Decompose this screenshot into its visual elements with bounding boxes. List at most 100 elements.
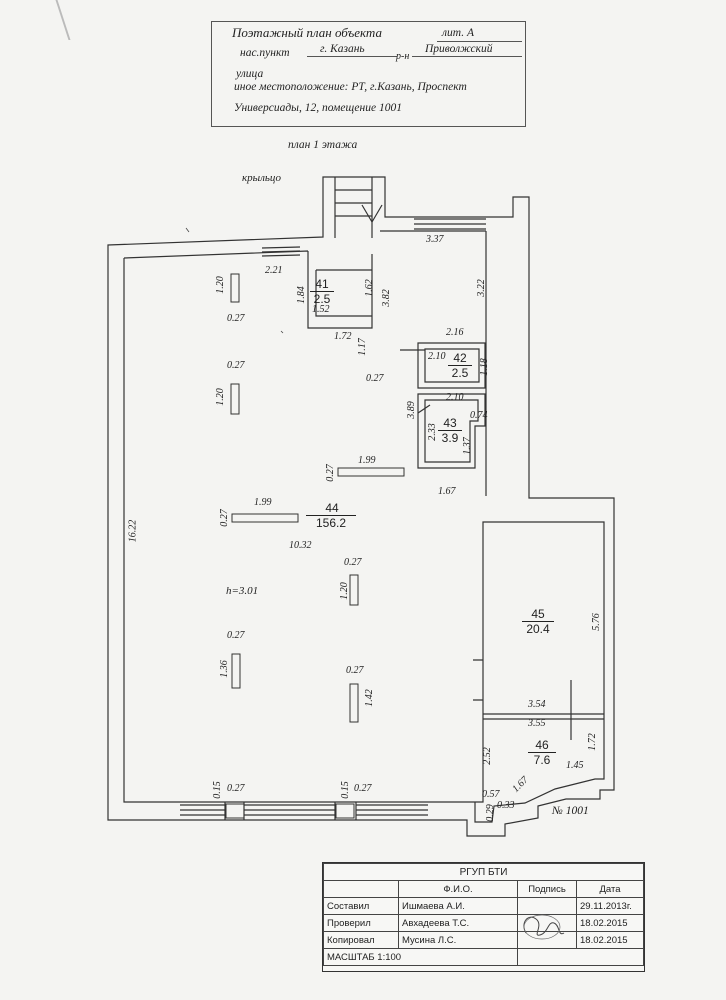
locality-label: нас.пункт xyxy=(240,47,290,59)
stamp-person: Ишмаева А.И. xyxy=(398,897,518,915)
stamp-date: 29.11.2013г. xyxy=(576,897,644,915)
outer-wall-inner xyxy=(123,258,605,823)
room-44-number: 44 xyxy=(325,501,339,515)
dim-2-21: 2.21 xyxy=(265,265,283,276)
room-46-number: 46 xyxy=(535,738,549,752)
pillar-1 xyxy=(230,273,240,303)
room-43-area: 3.9 xyxy=(438,430,462,444)
room45-door xyxy=(473,659,483,701)
dim-0-27h: 0.27 xyxy=(346,665,364,676)
dim-0-29: 0.29 xyxy=(484,804,496,822)
dim-1-72b: 1.72 xyxy=(586,733,598,751)
premise-label: № 1001 xyxy=(552,805,589,817)
dim-1-99b: 1.99 xyxy=(254,497,272,508)
outer-wall xyxy=(107,176,615,837)
porch-label: крыльцо xyxy=(242,172,282,184)
dim-1-20c: 1.20 xyxy=(338,582,350,600)
dim-1-67a: 1.67 xyxy=(438,486,456,497)
dim-1-17: 1.17 xyxy=(356,338,368,356)
dim-0-27g: 0.27 xyxy=(227,630,245,641)
stamp-scale: МАСШТАБ 1:100 xyxy=(323,948,518,966)
dim-0-27j: 0.27 xyxy=(354,783,372,794)
dim-0-27f: 0.27 xyxy=(344,557,362,568)
locality-value: г. Казань xyxy=(320,43,365,55)
plan-title: Поэтажный план объекта xyxy=(232,25,382,40)
dim-2-10a: 2.10 xyxy=(428,351,446,362)
room-42-area: 2.5 xyxy=(448,365,472,379)
pillar-3 xyxy=(337,467,405,477)
district-value: Приволжский xyxy=(425,43,493,55)
room-44-area: 156.2 xyxy=(306,515,356,529)
other-location-2: Универсиады, 12, помещение 1001 xyxy=(234,102,402,114)
header-box: Поэтажный план объекта лит. А нас.пункт … xyxy=(211,21,526,127)
dim-1-20a: 1.20 xyxy=(214,276,226,294)
bottom-windows xyxy=(180,804,428,816)
dim-10-32: 10.32 xyxy=(289,540,312,551)
room-42-number: 42 xyxy=(453,351,467,365)
porch-door xyxy=(361,204,383,224)
dim-3-89: 3.89 xyxy=(405,401,417,419)
pillar-2 xyxy=(230,383,240,415)
dim-3-54: 3.54 xyxy=(528,699,546,710)
dim-1-36: 1.36 xyxy=(218,660,230,678)
dim-1-37: 1.37 xyxy=(461,437,473,455)
dim-1-84: 1.84 xyxy=(295,286,307,304)
dim-2-52: 2.52 xyxy=(481,747,493,765)
room-41-number: 41 xyxy=(315,277,329,291)
dim-0-27i: 0.27 xyxy=(227,783,245,794)
stamp-date: 18.02.2015 xyxy=(576,931,644,949)
stamp-row: Проверил Авхадеева Т.С. 18.02.2015 xyxy=(323,914,644,940)
lit-underline xyxy=(437,41,522,42)
height-label: h=3.01 xyxy=(226,585,259,597)
dim-1-99a: 1.99 xyxy=(358,455,376,466)
dim-0-27a: 0.27 xyxy=(227,313,245,324)
dim-2-33: 2.33 xyxy=(426,423,438,441)
dim-5-76: 5.76 xyxy=(590,613,602,631)
stamp-row: Составил Ишмаева А.И. 29.11.2013г. xyxy=(323,897,644,915)
pillar-7 xyxy=(349,683,359,723)
room42-wall xyxy=(417,342,486,389)
stamp-col-name: Ф.И.О. xyxy=(398,880,518,898)
stamp-signature xyxy=(517,914,577,940)
room-46-area: 7.6 xyxy=(528,752,556,766)
stamp-person: Мусина Л.С. xyxy=(398,931,518,949)
other-location: иное местоположение: РТ, г.Казань, Просп… xyxy=(234,81,467,93)
stamp-role: Копировал xyxy=(323,931,399,949)
dim-2-10b: 2.10 xyxy=(446,392,464,403)
stamp-role: Проверил xyxy=(323,914,399,932)
dim-3-22: 3.22 xyxy=(475,279,487,297)
dim-0-27c: 0.27 xyxy=(227,360,245,371)
dim-3-37: 3.37 xyxy=(426,234,444,245)
lit-label: лит. А xyxy=(442,27,474,39)
dim-16-22: 16.22 xyxy=(127,519,139,543)
top-inner-wall xyxy=(123,230,486,329)
pillar-4 xyxy=(231,513,299,523)
title-stamp: РГУП БТИ Ф.И.О. Подпись Дата Составил Иш… xyxy=(322,862,645,972)
porch-wall xyxy=(334,177,373,238)
dim-1-62: 1.62 xyxy=(363,279,375,297)
dim-1-72: 1.72 xyxy=(334,331,352,342)
stamp-org: РГУП БТИ xyxy=(323,863,644,881)
room41-inner xyxy=(315,269,372,317)
signature-scribble xyxy=(523,914,565,940)
dim-1-42: 1.42 xyxy=(363,689,375,707)
dim-0-74: 0.74 xyxy=(470,410,488,421)
dim-0-15a: 0.15 xyxy=(211,781,223,799)
pillar-9 xyxy=(335,803,355,819)
dim-2-16: 2.16 xyxy=(446,327,464,338)
locality-underline xyxy=(307,56,397,57)
district-label: р-н xyxy=(396,51,410,62)
pillar-6 xyxy=(231,653,241,689)
dim-0-27e: 0.27 xyxy=(218,509,230,527)
room-45-number: 45 xyxy=(531,607,545,621)
room-41-area: 2.5 xyxy=(310,291,334,305)
floor-title: план 1 этажа xyxy=(288,139,358,151)
dim-1-18: 1.18 xyxy=(478,358,490,376)
dim-3-55: 3.55 xyxy=(528,718,546,729)
room-43-number: 43 xyxy=(443,416,457,430)
stamp-col-sign: Подпись xyxy=(517,880,577,898)
street-label: улица xyxy=(236,68,264,80)
stamp-table: РГУП БТИ Ф.И.О. Подпись Дата Составил Иш… xyxy=(323,863,644,966)
pillar-8 xyxy=(225,803,245,819)
room45-46-divider xyxy=(483,713,604,720)
